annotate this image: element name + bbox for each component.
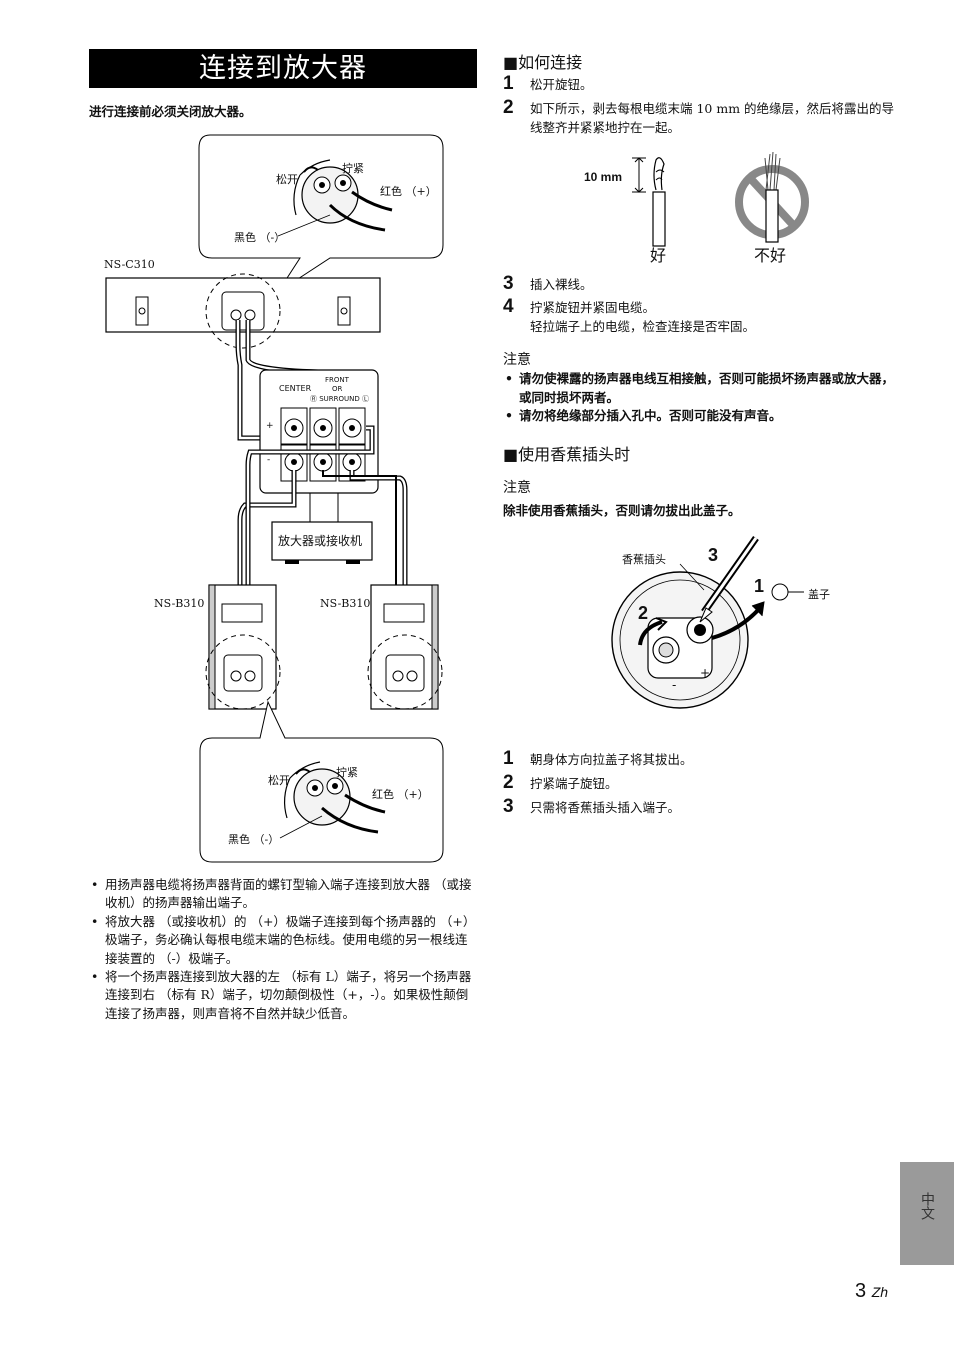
step-number: 2 (503, 97, 514, 118)
how-to-connect-heading: ■如何连接 (503, 53, 583, 72)
bottom-loosen-label: 松开 (268, 774, 290, 787)
page-title: 连接到放大器 (89, 49, 477, 88)
terminal-surround-label: Ⓡ SURROUND Ⓛ (310, 395, 370, 403)
step-number: 3 (503, 273, 514, 294)
step-text: 拧紧端子旋钮。 (530, 776, 618, 791)
wire-strip-graphic (632, 151, 809, 247)
step-text: 拧紧旋钮并紧固电缆。 轻拉端子上的电缆，检查连接是否牢固。 (530, 300, 756, 334)
terminal-center-label: CENTER (279, 384, 312, 393)
right-speaker-model: NS-B310 (320, 597, 371, 610)
terminal-or-label: OR (332, 385, 343, 393)
cap-label: 盖子 (808, 588, 830, 601)
list-item: 用扬声器电缆将扬声器背面的螺钉型输入端子连接到放大器 （或接收机）的扬声器输出端… (91, 876, 477, 913)
banana-plug-label: 香蕉插头 (622, 553, 666, 566)
terminal-minus-label: - (267, 455, 271, 465)
note-heading: 注意 (503, 352, 531, 368)
page-number: 3 Zh (855, 1280, 888, 1303)
figure-plus-label: + (700, 666, 711, 680)
banana-plug-figure: 香蕉插头 盖子 1 2 3 + - (600, 530, 860, 730)
bottom-red-label: 红色 （+） (372, 788, 429, 801)
note-heading: 注意 (503, 480, 531, 496)
list-item: 将放大器 （或接收机）的 （+）极端子连接到每个扬声器的 （+）极端子，务必确认… (91, 913, 477, 968)
bad-label: 不好 (754, 246, 787, 265)
wire-strip-figure: 10 mm 好 不好 (580, 150, 820, 270)
step-text: 朝身体方向拉盖子将其拔出。 (530, 752, 693, 767)
step-number: 2 (503, 772, 514, 793)
top-red-label: 红色 （+） (380, 185, 437, 198)
connection-diagram: 松开 拧紧 红色 （+） 黑色 （-） NS-C310 CENTER FRONT… (0, 0, 480, 870)
note-list: 请勿使裸露的扬声器电线互相接触，否则可能损坏扬声器或放大器，或同时损坏两者。 请… (503, 370, 898, 426)
step-text: 松开旋钮。 (530, 77, 593, 92)
list-item: 将一个扬声器连接到放大器的左 （标有 L）端子，将另一个扬声器连接到右 （标有 … (91, 968, 477, 1023)
strip-length-label: 10 mm (584, 170, 623, 184)
language-side-tab: 中文 (900, 1162, 954, 1265)
figure-step-1: 1 (754, 576, 765, 596)
top-black-label: 黑色 （-） (234, 231, 286, 244)
top-tighten-label: 拧紧 (342, 162, 364, 175)
terminal-plus-label: + (266, 421, 274, 431)
banana-note-text: 除非使用香蕉插头，否则请勿拔出此盖子。 (503, 503, 741, 518)
connection-diagram-graphic (105, 134, 444, 863)
bottom-tighten-label: 拧紧 (336, 766, 358, 779)
terminal-front-label: FRONT (325, 376, 349, 384)
step-text: 插入裸线。 (530, 277, 593, 292)
page-number-value: 3 (855, 1280, 867, 1302)
figure-step-3: 3 (708, 545, 719, 565)
list-item: 请勿将绝缘部分插入孔中。否则可能没有声音。 (505, 407, 898, 426)
bottom-terminal-closeup (279, 761, 386, 839)
amplifier-label: 放大器或接收机 (278, 534, 363, 548)
step-text: 如下所示，剥去每根电缆末端 10 mm 的绝缘层，然后将露出的导线整齐并紧紧地拧… (530, 101, 895, 135)
top-loosen-label: 松开 (276, 173, 298, 186)
intro-text: 进行连接前必须关闭放大器。 (89, 104, 252, 119)
step-number: 4 (503, 296, 514, 317)
step-text: 只需将香蕉插头插入端子。 (530, 800, 681, 815)
banana-plug-graphic (611, 535, 804, 709)
connection-instructions: 用扬声器电缆将扬声器背面的螺钉型输入端子连接到放大器 （或接收机）的扬声器输出端… (89, 876, 477, 1023)
figure-step-2: 2 (638, 603, 649, 623)
bottom-black-label: 黑色 （-） (228, 833, 280, 846)
good-label: 好 (650, 246, 667, 265)
step-number: 1 (503, 73, 514, 94)
figure-minus-label: - (672, 678, 677, 692)
step-number: 1 (503, 748, 514, 769)
page-number-suffix: Zh (871, 1284, 889, 1300)
top-terminal-closeup (277, 159, 393, 237)
list-item: 请勿使裸露的扬声器电线互相接触，否则可能损坏扬声器或放大器，或同时损坏两者。 (505, 370, 898, 407)
center-speaker-model: NS-C310 (104, 258, 155, 271)
banana-plug-heading: ■使用香蕉插头时 (503, 445, 631, 464)
left-speaker-model: NS-B310 (154, 597, 205, 610)
language-tab-label: 中文 (919, 1192, 935, 1220)
step-number: 3 (503, 796, 514, 817)
